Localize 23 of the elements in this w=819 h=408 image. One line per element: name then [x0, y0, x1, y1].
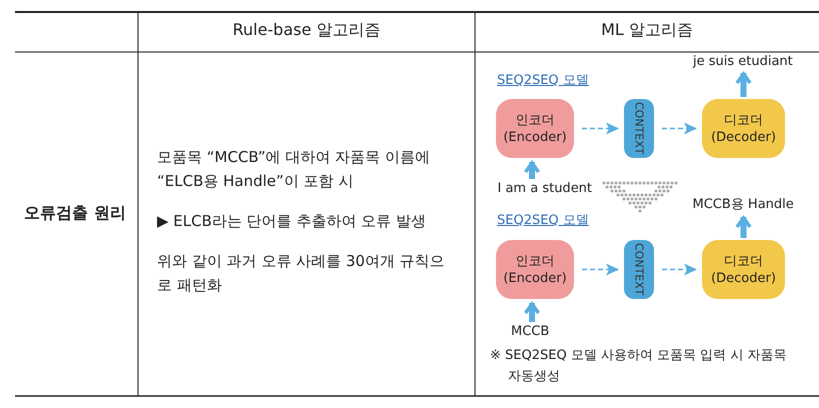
arrow: [582, 122, 619, 134]
decoder-box: 디코더 (Decoder): [702, 240, 785, 299]
text-label: MCCB용 Handle: [692, 195, 794, 213]
encoder-box: 인코더 (Encoder): [496, 240, 574, 299]
context-box: CONTEXT: [624, 99, 654, 158]
column-header: Rule-base 알고리즘: [232, 20, 382, 41]
model-heading: SEQ2SEQ 모델: [497, 212, 590, 229]
rule-text: ▶ ELCB라는 단어를 추출하여 오류 발생: [157, 211, 427, 232]
rule-text: 위와 같이 과거 오류 사례를 30여개 규칙으 로 패턴화: [157, 251, 446, 296]
decoder-box: 디코더 (Decoder): [702, 99, 785, 158]
arrow: [662, 264, 697, 276]
model-heading: SEQ2SEQ 모델: [497, 72, 590, 89]
row-header: 오류검출 원리: [23, 202, 127, 224]
arrow: [662, 122, 697, 134]
arrow: [582, 264, 619, 276]
note-text: ※ SEQ2SEQ 모델 사용하여 모품목 입력 시 자품목 자동생성: [490, 347, 788, 386]
text-label: MCCB: [511, 324, 550, 339]
column-header: ML 알고리즘: [600, 20, 694, 41]
rule-text: 모품목 “MCCB”에 대하여 자품목 이름에 “ELCB용 Handle”이 포함 시: [157, 147, 431, 192]
text-label: I am a student: [498, 181, 592, 196]
encoder-box: 인코더 (Encoder): [496, 99, 574, 158]
context-box: CONTEXT: [624, 240, 654, 299]
text-label: je suis etudiant: [693, 54, 793, 69]
